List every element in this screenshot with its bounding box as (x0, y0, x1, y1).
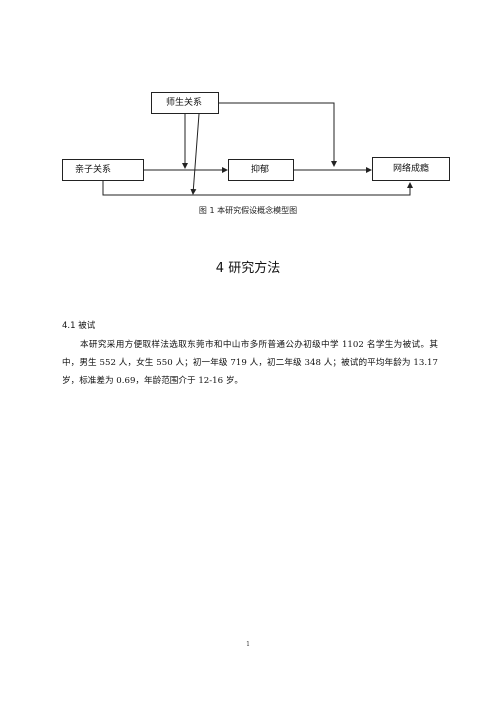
arrow-parent-to-internet (102, 181, 413, 196)
arrow-teacher-moderation-2 (190, 113, 200, 195)
diagram-arrows (102, 102, 413, 196)
node-depression: 抑郁 (228, 159, 294, 181)
section-title: 4 研究方法 (215, 261, 281, 276)
body-paragraph: 本研究采用方便取样法选取东莞市和中山市多所普通公办初级中学 1102 名学生为被… (62, 340, 438, 386)
page-number: 1 (246, 641, 250, 648)
node-teacher-student-relationship: 师生关系 (151, 92, 219, 114)
node-parent-child-label: 亲子关系 (75, 164, 112, 175)
conceptual-model-diagram: 师生关系 亲子关系 抑郁 网络成瘾 (0, 0, 496, 260)
node-depression-label: 抑郁 (251, 164, 270, 175)
subsection-title: 4.1 被试 (62, 321, 96, 331)
arrow-teacher-to-internet (219, 102, 337, 167)
node-internet-addiction-label: 网络成瘾 (393, 163, 430, 174)
node-teacher-student-label: 师生关系 (166, 97, 203, 108)
node-internet-addiction: 网络成瘾 (372, 157, 450, 181)
node-parent-child-relationship: 亲子关系 (62, 159, 144, 181)
figure-caption: 图 1 本研究假设概念模型图 (198, 206, 298, 215)
